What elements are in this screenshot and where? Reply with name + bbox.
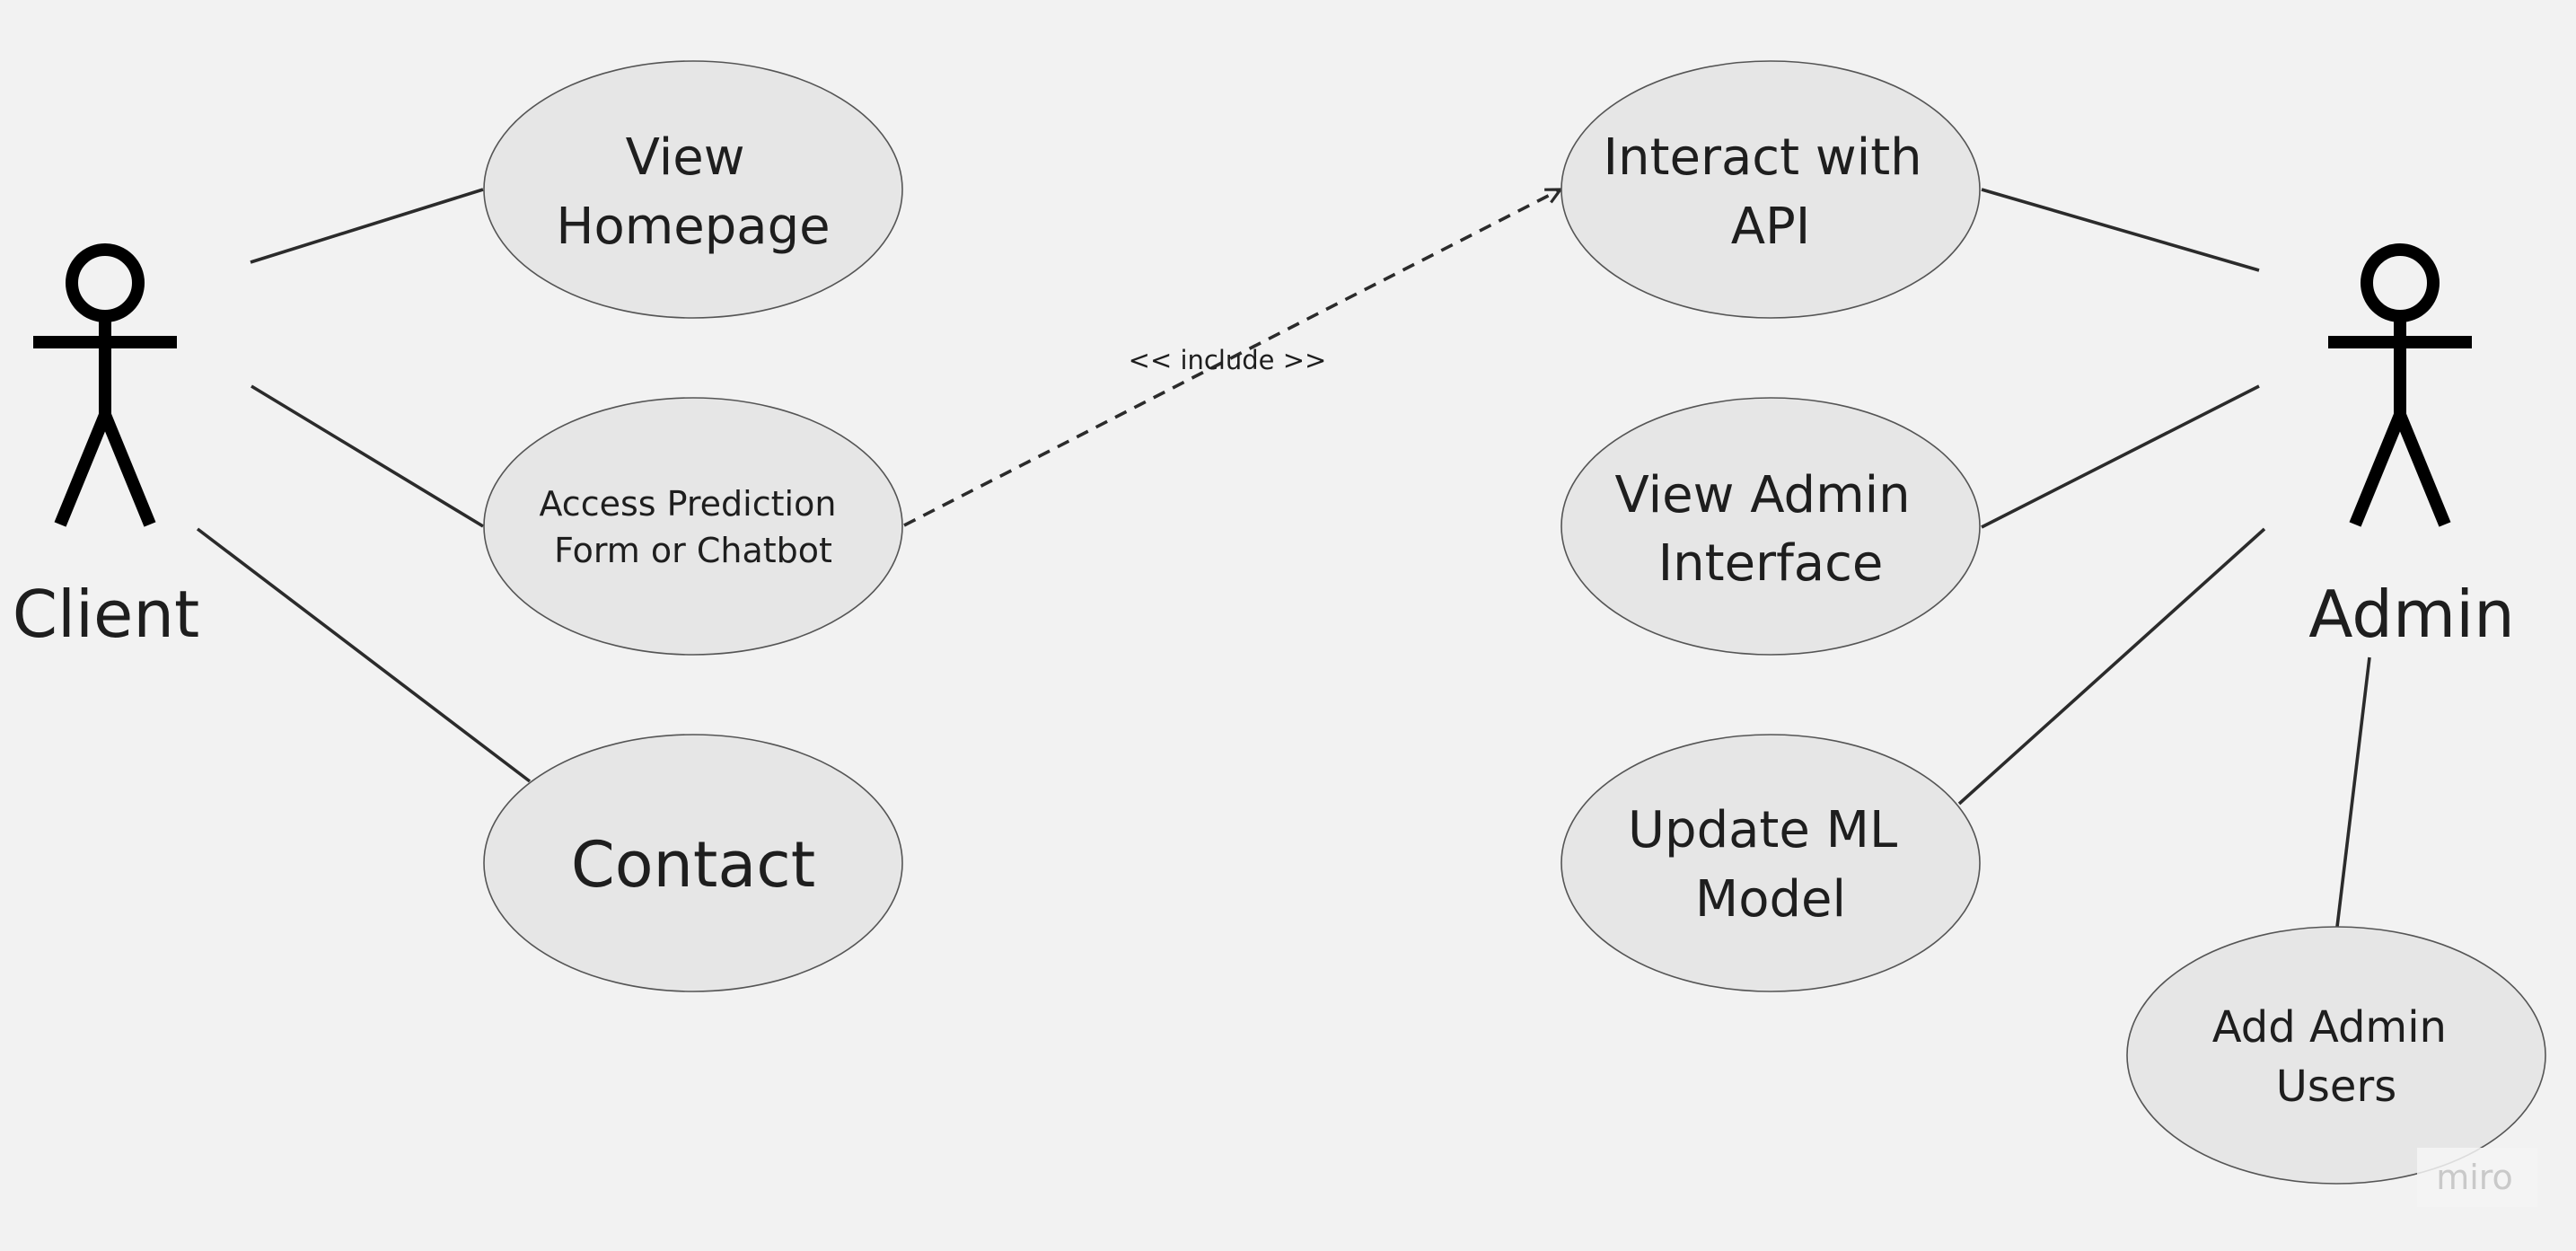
client-actor-label: Client xyxy=(13,577,199,652)
svg-text:View Admin Interface: View Admin Interface xyxy=(1615,466,1927,593)
use-case-update-ml-model[interactable]: Update ML Model xyxy=(1561,734,1981,992)
use-case-label-line: Interact with xyxy=(1604,128,1922,187)
admin-actor-label: Admin xyxy=(2308,577,2514,652)
use-case-add-admin-users[interactable]: Add Admin Users xyxy=(2126,926,2546,1185)
use-case-label-line: Model xyxy=(1695,870,1846,929)
admin-to-interact-api-line xyxy=(1981,188,2260,272)
use-case-label-line: Access Prediction xyxy=(539,484,836,524)
use-case-access-prediction[interactable]: Access Prediction Form or Chatbot xyxy=(483,397,903,656)
use-case-interact-api[interactable]: Interact with API xyxy=(1561,60,1981,319)
client-actor-icon xyxy=(33,243,177,527)
use-case-label-line: View xyxy=(626,128,745,187)
use-case-label-line: View Admin xyxy=(1615,466,1911,524)
admin-actor-icon xyxy=(2328,243,2472,527)
svg-text:Interact with API: Interact with API xyxy=(1604,128,1939,256)
use-case-view-admin-interface[interactable]: View Admin Interface xyxy=(1561,397,1981,656)
admin-to-add-admin-users-line xyxy=(2335,656,2371,928)
use-case-label-line: API xyxy=(1731,198,1811,256)
watermark-label: miro xyxy=(2436,1158,2513,1197)
admin-to-view-admin-interface-line xyxy=(1981,384,2260,529)
svg-text:Access Prediction Form o: Access Prediction Form or Chatbot xyxy=(539,484,847,570)
use-case-view-homepage[interactable]: View Homepage xyxy=(483,60,903,319)
use-case-label-line: Form or Chatbot xyxy=(554,531,832,570)
svg-text:Update ML Model: Update ML Model xyxy=(1628,801,1913,929)
use-case-label-line: Users xyxy=(2276,1062,2396,1112)
svg-text:Add Admin Users: Add Admin Users xyxy=(2212,1002,2460,1112)
use-case-label-line: Add Admin xyxy=(2212,1002,2447,1053)
use-case-contact[interactable]: Contact xyxy=(483,734,903,992)
svg-text:View Homepage: View Homepage xyxy=(556,128,830,256)
use-case-label-line: Interface xyxy=(1658,534,1884,593)
include-label: << include >> xyxy=(1129,345,1327,375)
use-case-label-line: Update ML xyxy=(1628,801,1897,859)
use-case-label-line: Homepage xyxy=(556,198,830,256)
include-arrow xyxy=(903,188,1564,527)
svg-text:Contact: Contact xyxy=(571,828,815,902)
client-to-contact-line xyxy=(196,527,532,783)
use-case-label-line: Contact xyxy=(571,828,815,902)
miro-watermark: miro xyxy=(2417,1148,2537,1207)
admin-to-update-ml-model-line xyxy=(1957,527,2266,806)
client-to-view-homepage-line xyxy=(250,188,484,264)
client-to-access-prediction-line xyxy=(251,384,484,528)
